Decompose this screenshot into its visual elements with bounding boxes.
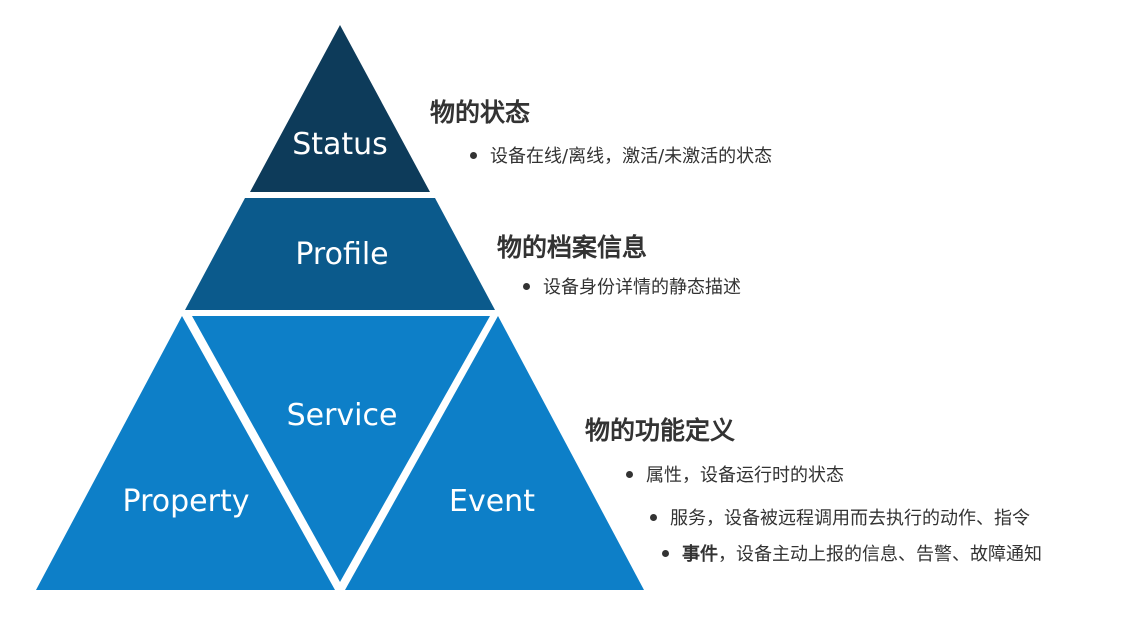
service-bullet: 服务，设备被远程调用而去执行的动作、指令 — [650, 504, 1030, 530]
profile-heading: 物的档案信息 — [497, 233, 648, 262]
bullet-dot — [662, 549, 669, 557]
bullet-dot — [650, 513, 657, 521]
bullet-dot — [626, 470, 633, 478]
status-label: Status — [292, 127, 388, 162]
service-label: Service — [287, 398, 398, 433]
status-heading: 物的状态 — [430, 98, 531, 127]
function-heading: 物的功能定义 — [585, 416, 736, 445]
pyramid-segment-status — [250, 25, 430, 192]
event-bullet-text: ，设备主动上报的信息、告警、故障通知 — [718, 544, 1042, 565]
property-bullet: 属性，设备运行时的状态 — [626, 461, 844, 487]
event-bullet: 事件，设备主动上报的信息、告警、故障通知 — [662, 540, 1042, 566]
status-bullet-text: 设备在线/离线，激活/未激活的状态 — [490, 146, 773, 167]
bullet-dot — [470, 151, 477, 159]
profile-bullet: 设备身份详情的静态描述 — [523, 273, 741, 299]
profile-label: Profile — [295, 237, 388, 272]
pyramid-segment-event — [345, 316, 644, 590]
profile-bullet-text: 设备身份详情的静态描述 — [543, 277, 741, 298]
pyramid-segment-service — [192, 316, 490, 582]
property-bullet-text: 属性，设备运行时的状态 — [646, 465, 844, 486]
pyramid-segment-property — [36, 316, 335, 590]
pyramid-segment-profile — [185, 198, 495, 310]
service-bullet-text: 服务，设备被远程调用而去执行的动作、指令 — [670, 508, 1030, 529]
event-term: 事件 — [682, 544, 718, 565]
status-bullet: 设备在线/离线，激活/未激活的状态 — [470, 142, 772, 168]
event-label: Event — [449, 484, 535, 519]
bullet-dot — [523, 282, 530, 290]
property-label: Property — [123, 484, 250, 519]
